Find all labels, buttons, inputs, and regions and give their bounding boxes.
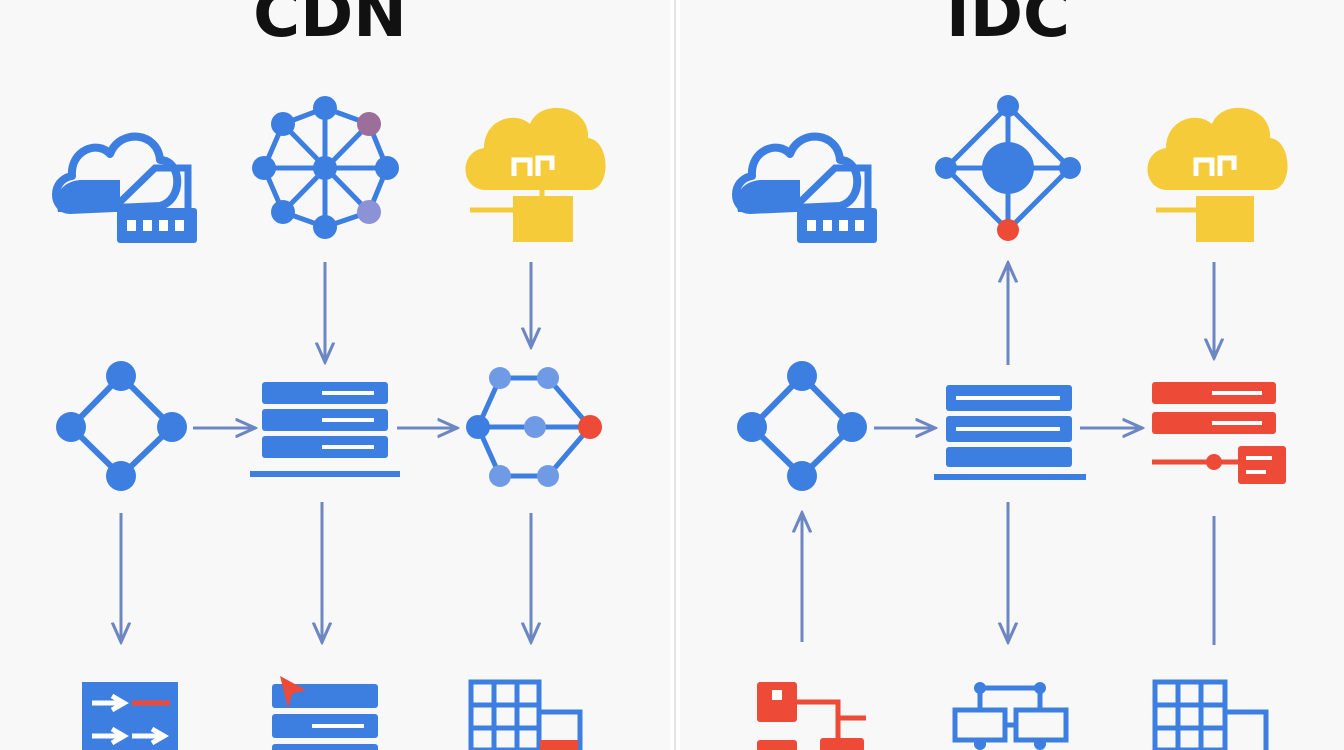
globe-network-icon <box>252 96 399 239</box>
idc-connector-arrows <box>802 262 1214 645</box>
server-stack-icon <box>250 382 400 477</box>
alert-server-icon <box>1152 382 1286 484</box>
idc-title: IDC <box>946 0 1070 52</box>
tree-hierarchy-icon <box>952 682 1069 750</box>
diamond-node-icon <box>737 361 867 491</box>
grid-table-icon <box>468 679 583 750</box>
diamond-node-icon <box>56 361 187 491</box>
lock-flow-icon <box>757 682 866 750</box>
cursor-server-icon <box>272 676 378 750</box>
grid-table-icon <box>1152 679 1269 750</box>
cloud-upload-icon <box>1147 107 1288 242</box>
cdn-connector-arrows <box>121 262 531 640</box>
cloud-router-icon <box>732 132 877 243</box>
cdn-title: CDN <box>253 0 407 52</box>
cloud-router-icon <box>52 132 197 243</box>
server-stack-icon <box>934 385 1086 480</box>
cloud-upload-icon <box>465 107 606 242</box>
routing-table-icon <box>82 682 178 750</box>
mesh-network-icon <box>466 367 602 487</box>
hub-network-icon <box>935 95 1081 241</box>
